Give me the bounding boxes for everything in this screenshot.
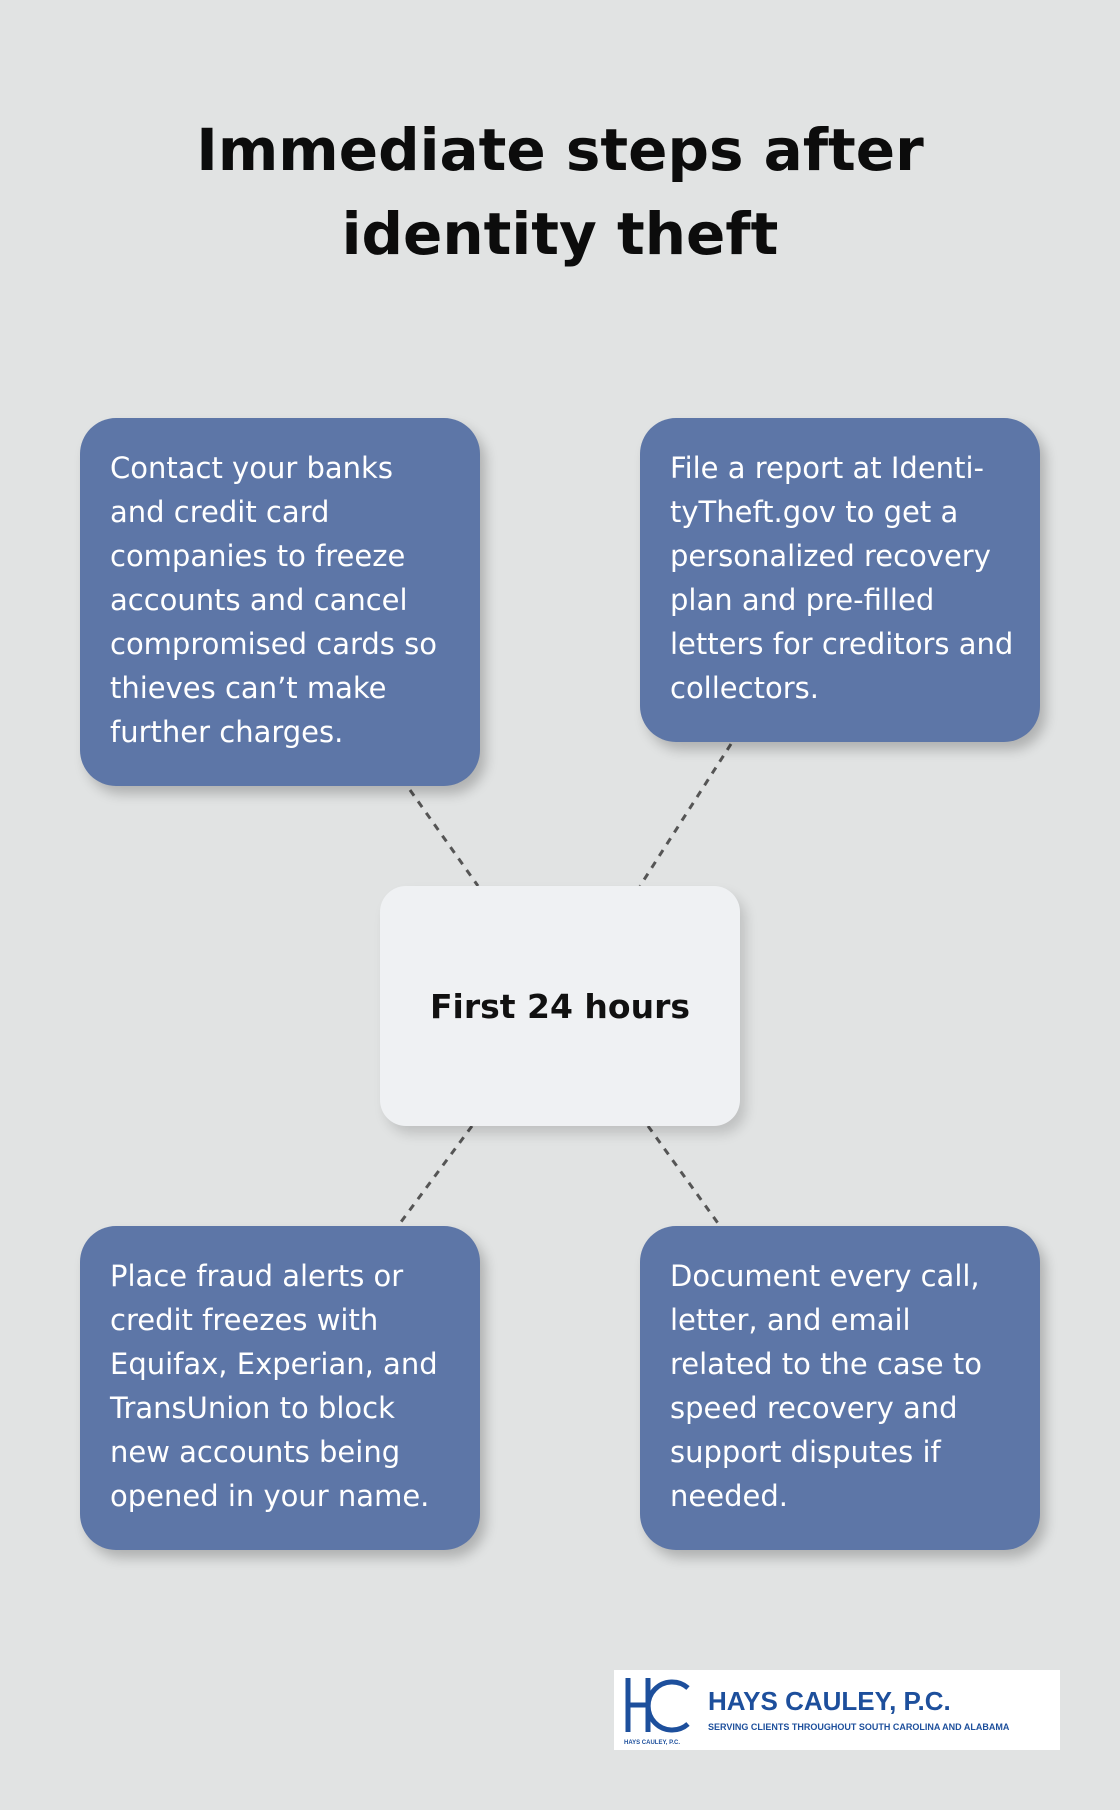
logo-small-text: HAYS CAULEY, P.C. [624, 1740, 680, 1746]
step-text: Document every call, letter, and email r… [670, 1259, 982, 1513]
connector-bottom-left [396, 1125, 474, 1227]
step-text: File a report at Identi- tyTheft.gov to … [670, 451, 1014, 705]
logo-tagline: SERVING CLIENTS THROUGHOUT SOUTH CAROLIN… [708, 1722, 1010, 1732]
center-node: First 24 hours [380, 886, 740, 1126]
step-text: Contact your banks and credit card compa… [110, 451, 437, 749]
connector-bottom-right [646, 1125, 722, 1227]
connector-top-left [408, 789, 480, 887]
center-label: First 24 hours [429, 986, 691, 1026]
logo-company-name: HAYS CAULEY, P.C. [708, 1686, 951, 1716]
step-card-fraud-alerts: Place fraud alerts or credit freezes wit… [80, 1226, 480, 1550]
page-title: Immediate steps after identity theft [196, 116, 924, 268]
hc-monogram-icon: HAYS CAULEY, P.C. [624, 1678, 690, 1746]
step-text: Place fraud alerts or credit freezes wit… [110, 1259, 438, 1513]
company-logo: HAYS CAULEY, P.C. HAYS CAULEY, P.C. SERV… [614, 1670, 1060, 1750]
step-card-banks: Contact your banks and credit card compa… [80, 418, 480, 786]
step-card-document: Document every call, letter, and email r… [640, 1226, 1040, 1550]
step-card-report: File a report at Identi- tyTheft.gov to … [640, 418, 1040, 742]
connector-top-right [638, 743, 733, 887]
